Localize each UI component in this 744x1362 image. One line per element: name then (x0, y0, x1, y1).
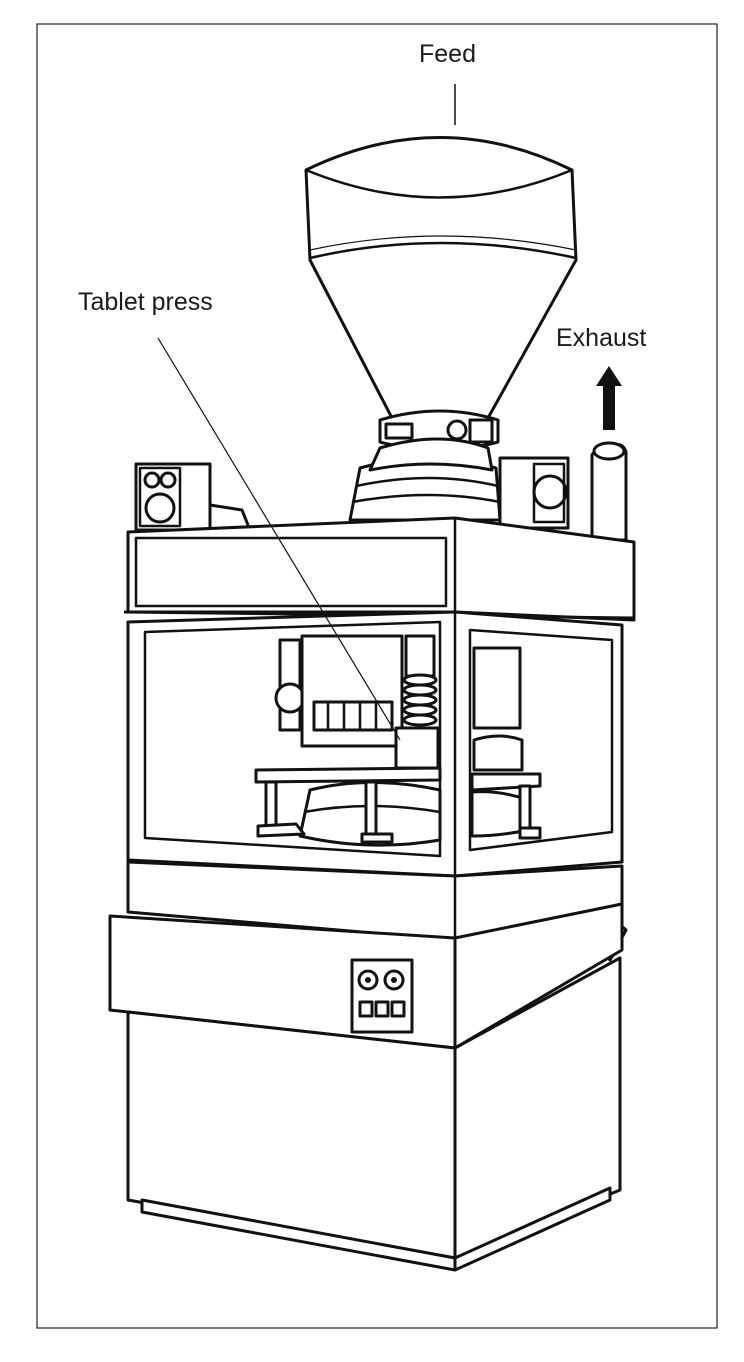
press-internals-right (470, 646, 542, 840)
feed-frame (348, 437, 502, 522)
tablet-press-label: Tablet press (78, 288, 213, 316)
exhaust-pipe (590, 441, 628, 542)
figure-frame (36, 23, 718, 1329)
right-top-unit (498, 456, 570, 530)
base-cabinet (126, 956, 622, 1272)
hopper (304, 136, 578, 452)
tablet-press-leader-line (157, 337, 401, 741)
exhaust-label: Exhaust (556, 324, 647, 352)
left-top-unit (134, 462, 252, 532)
control-panel (350, 958, 414, 1034)
up-arrow-icon (596, 366, 622, 430)
press-internals (254, 634, 442, 847)
feed-label: Feed (419, 40, 476, 68)
top-cabinet (123, 516, 636, 622)
